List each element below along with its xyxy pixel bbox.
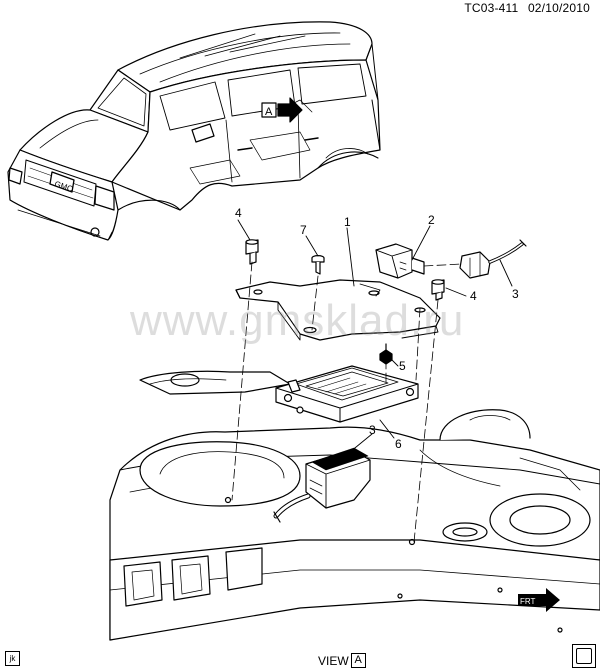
publisher-logo-icon	[572, 644, 596, 668]
front-arrow-label: FRT	[520, 597, 536, 606]
callout-3-upper: 3	[512, 287, 519, 301]
part-4-bolt-left	[245, 239, 259, 265]
callout-6: 6	[395, 437, 402, 451]
part-3-harness-upper	[459, 239, 527, 279]
view-a-tag-letter: A	[265, 106, 273, 118]
drawing-date: 02/10/2010	[527, 1, 590, 15]
assembly-guide-lines	[231, 261, 463, 543]
callout-1: 1	[344, 215, 351, 229]
view-a-tag-box	[261, 102, 277, 118]
view-caption: VIEW A	[318, 653, 366, 668]
part-3-harness-lower	[273, 447, 371, 523]
callout-5: 5	[399, 359, 406, 373]
drawing-code: TC03-411	[464, 1, 519, 15]
view-caption-label: VIEW	[318, 653, 349, 668]
callout-leader-lines	[237, 219, 513, 453]
callout-2: 2	[428, 213, 435, 227]
view-a-arrow	[277, 97, 303, 123]
vehicle-illustration: GMC	[7, 21, 381, 241]
vehicle-frame	[109, 370, 600, 641]
part-1-bracket	[235, 279, 441, 341]
callout-4-left: 4	[235, 206, 242, 220]
part-2-connector	[375, 243, 425, 279]
drawing-header: TC03-411 02/10/2010	[458, 1, 590, 15]
callout-4-right: 4	[470, 289, 477, 303]
frame-mark: jk	[5, 651, 20, 666]
part-7-screw	[311, 255, 325, 275]
part-4-bolt-right	[431, 279, 445, 301]
view-caption-letter: A	[350, 653, 366, 668]
callout-7: 7	[300, 223, 307, 237]
watermark-text: www.gmsklad.ru	[130, 296, 465, 345]
front-direction-arrow: FRT	[518, 588, 560, 612]
callout-3-lower: 3	[369, 423, 376, 437]
callout-numbers: 1 2 3 3 4 4 5 6 7 A	[235, 106, 519, 451]
view-a-locator	[261, 97, 303, 123]
part-6-control-module	[275, 365, 419, 423]
